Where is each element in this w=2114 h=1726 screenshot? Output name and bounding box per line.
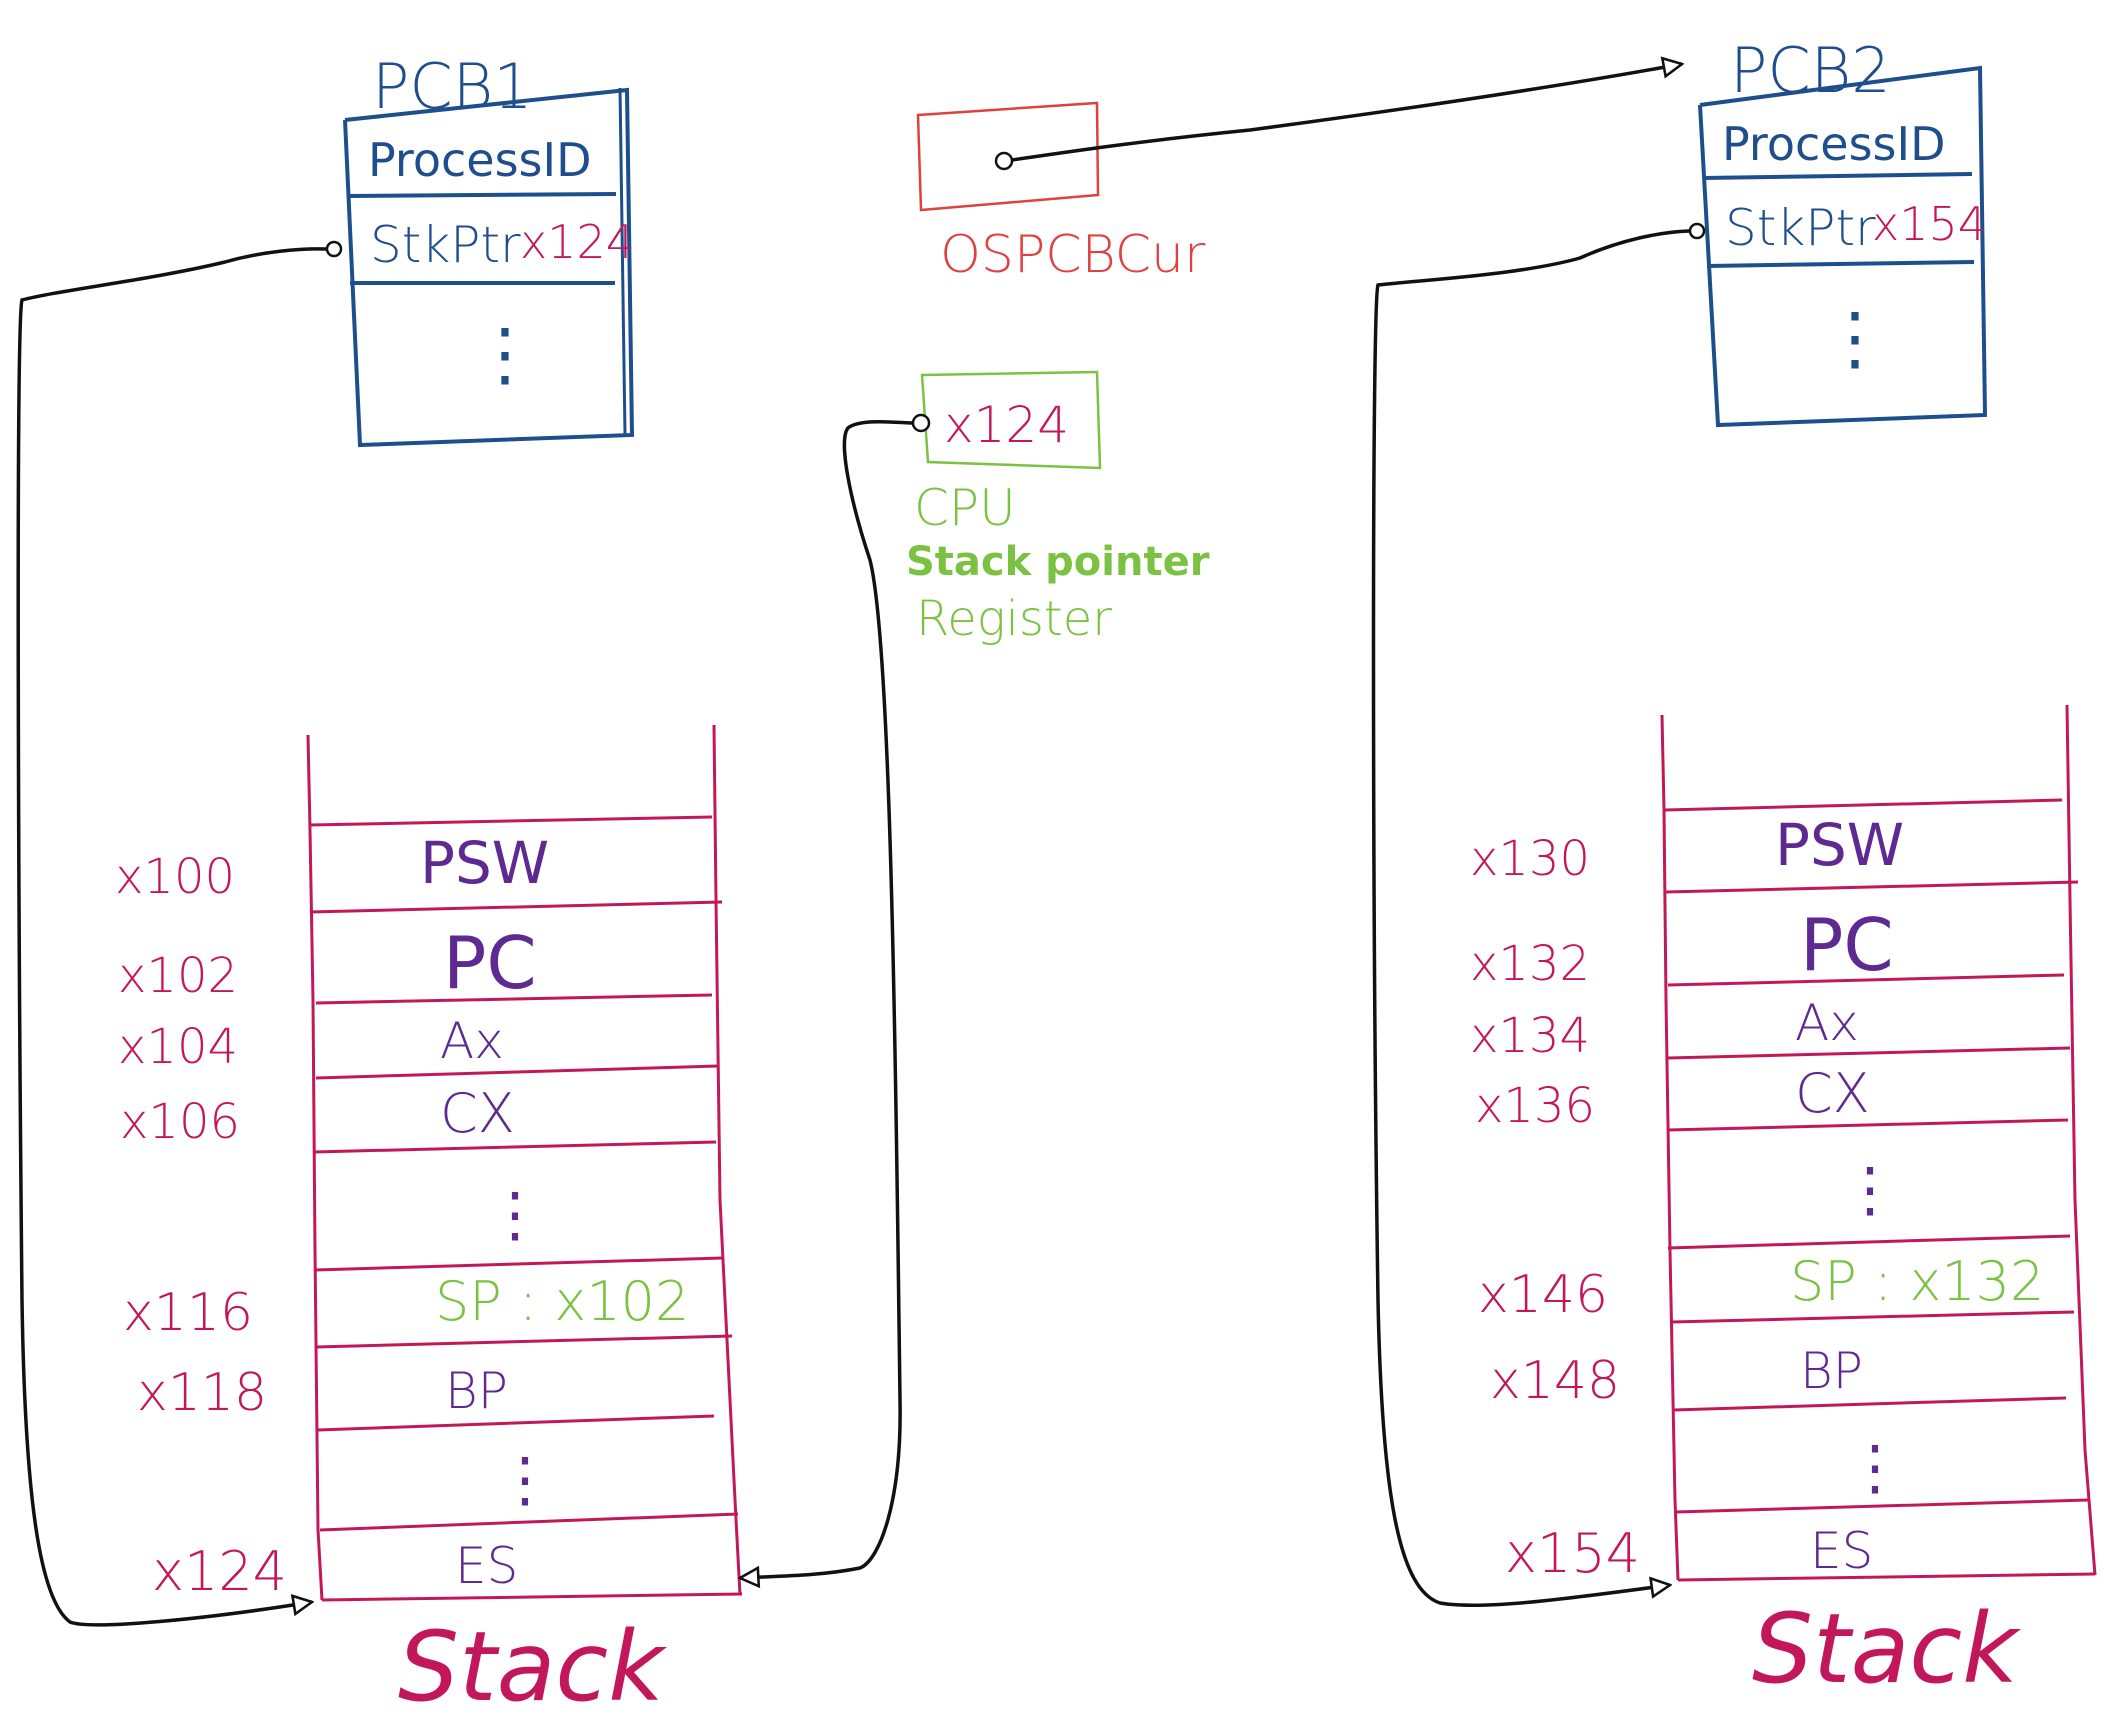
pcb2-ellipsis: ⋮ (1820, 297, 1890, 379)
pcb1-to-stack1-arrow (16, 247, 328, 1627)
stack1-line-9 (319, 1512, 739, 1532)
ospcbcur-to-pcb2-arrow (1011, 64, 1682, 162)
cpu-register-port (911, 413, 931, 433)
stack1-address-6: x124 (152, 1540, 287, 1603)
stack1-cell-pc: PC (443, 921, 537, 1005)
stack1-address-2: x104 (118, 1019, 238, 1075)
stack2-address-4: x146 (1478, 1265, 1608, 1325)
stack1-cell-ax: Ax (440, 1012, 504, 1070)
pcb2-divider-1 (1702, 172, 1973, 180)
pcb1-ellipsis: ⋮ (470, 313, 540, 395)
pcb2: PCB2 ProcessID StkPtr x154 ⋮ (1688, 34, 1988, 428)
stack1-cell-ellipsis-2: ⋮ (495, 1445, 555, 1515)
ospcbcur-label: OSPCBCur (940, 225, 1206, 285)
pcb2-box (1698, 65, 1988, 428)
stack1-title: Stack (398, 1611, 667, 1723)
stack2-left-wall (1660, 714, 1680, 1581)
pcb1-box (343, 87, 635, 448)
cpu-register-box (920, 370, 1102, 470)
stack2-line-3 (1667, 973, 2065, 987)
stack2-cell-sp: SP : x132 (1790, 1250, 2044, 1313)
stack2-address-1: x132 (1470, 936, 1590, 992)
stack2-cell-psw: PSW (1775, 811, 1904, 879)
pcb2-title: PCB2 (1730, 34, 1891, 107)
stack2-cell-es: ES (1810, 1522, 1873, 1580)
pcb2-stkptr-value: x154 (1872, 197, 1987, 251)
pcb1-divider-1 (346, 192, 617, 198)
stack1-cell-ellipsis-1: ⋮ (485, 1180, 545, 1250)
pcb2-process-id: ProcessID (1722, 117, 1946, 171)
stack1-line-2 (309, 900, 723, 914)
pcb2-stkptr-port (1688, 222, 1706, 240)
stack2-line-2 (1665, 880, 2079, 894)
stack2-cell-ax: Ax (1795, 994, 1859, 1052)
stack2-line-7 (1671, 1310, 2075, 1324)
stack2-line-8 (1673, 1396, 2067, 1412)
stack1-cell-es: ES (455, 1537, 518, 1595)
stack2: PSW PC Ax CX ⋮ SP : x132 BP ⋮ ES x130 x1… (1470, 704, 2097, 1705)
stack2-cell-bp: BP (1800, 1342, 1863, 1400)
cpu-stack-pointer-register: x124 CPU Stack pointer Register (906, 370, 1210, 647)
stack1-left-wall (306, 734, 324, 1601)
stack2-line-10 (1677, 1572, 2096, 1582)
ospcbcur-port (994, 151, 1014, 171)
pcb2-stkptr-label: StkPtr (1725, 199, 1876, 257)
stack2-address-3: x136 (1475, 1078, 1595, 1134)
ospcbcur-box (916, 101, 1100, 212)
stack1-cell-bp: BP (445, 1362, 508, 1420)
stack2-cell-ellipsis-1: ⋮ (1840, 1155, 1900, 1225)
pcb2-divider-2 (1706, 260, 1975, 268)
stack1-address-3: x106 (120, 1094, 240, 1150)
stack1-line-5 (313, 1140, 717, 1154)
stack1-line-7 (315, 1334, 733, 1349)
stack1-line-3 (315, 993, 713, 1005)
stack1-address-1: x102 (118, 948, 238, 1004)
stack1-cell-sp: SP : x102 (435, 1270, 689, 1333)
stack2-title: Stack (1752, 1593, 2021, 1705)
stack1-address-4: x116 (123, 1283, 253, 1343)
stack1-right-wall (712, 724, 742, 1596)
stack2-address-2: x134 (1470, 1008, 1590, 1064)
stack2-cell-pc: PC (1800, 903, 1894, 987)
stack2-address-0: x130 (1470, 831, 1590, 887)
stack2-address-5: x148 (1490, 1351, 1620, 1411)
stack2-line-4 (1667, 1046, 2071, 1060)
cpu-label-line2: Stack pointer (906, 539, 1210, 585)
stack1-line-10 (321, 1592, 743, 1602)
cpu-label-line1: CPU (914, 479, 1016, 537)
stack1-address-0: x100 (115, 849, 235, 905)
stack1-line-4 (315, 1064, 719, 1080)
pcb1-outer-right (618, 87, 627, 436)
stack2-line-1 (1664, 798, 2063, 812)
cpu-to-stack1-arrow (740, 420, 914, 1578)
stack1-cell-cx: CX (440, 1082, 515, 1145)
pcb1-process-id: ProcessID (368, 133, 592, 187)
cpu-register-value: x124 (944, 396, 1069, 454)
stack2-line-5 (1667, 1118, 2069, 1132)
stack1: PSW PC Ax CX ⋮ SP : x102 BP ⋮ ES x100 x1… (115, 724, 743, 1723)
stack2-line-9 (1675, 1498, 2089, 1514)
stack2-right-wall (2065, 704, 2097, 1576)
stack1-cell-psw: PSW (420, 829, 549, 897)
stack2-address-6: x154 (1505, 1522, 1640, 1585)
pcb1-stkptr-label: StkPtr (370, 216, 521, 274)
cpu-label-line3: Register (916, 591, 1112, 647)
stack1-line-8 (317, 1414, 715, 1432)
ospcbcur: OSPCBCur (916, 101, 1206, 285)
pcb2-to-stack2-arrow (1371, 229, 1690, 1607)
stack2-cell-ellipsis-2: ⋮ (1845, 1433, 1905, 1503)
stack2-cell-cx: CX (1795, 1062, 1870, 1125)
pcb1-stkptr-value: x124 (520, 215, 635, 269)
pcb1-stkptr-port (325, 240, 343, 258)
stack1-line-1 (309, 815, 713, 827)
stack2-line-6 (1667, 1234, 2071, 1250)
stack1-line-6 (314, 1256, 723, 1272)
stack1-address-5: x118 (137, 1363, 267, 1423)
pcb1-title: PCB1 (372, 50, 533, 123)
pcb1: PCB1 ProcessID StkPtr x124 ⋮ (325, 50, 635, 448)
